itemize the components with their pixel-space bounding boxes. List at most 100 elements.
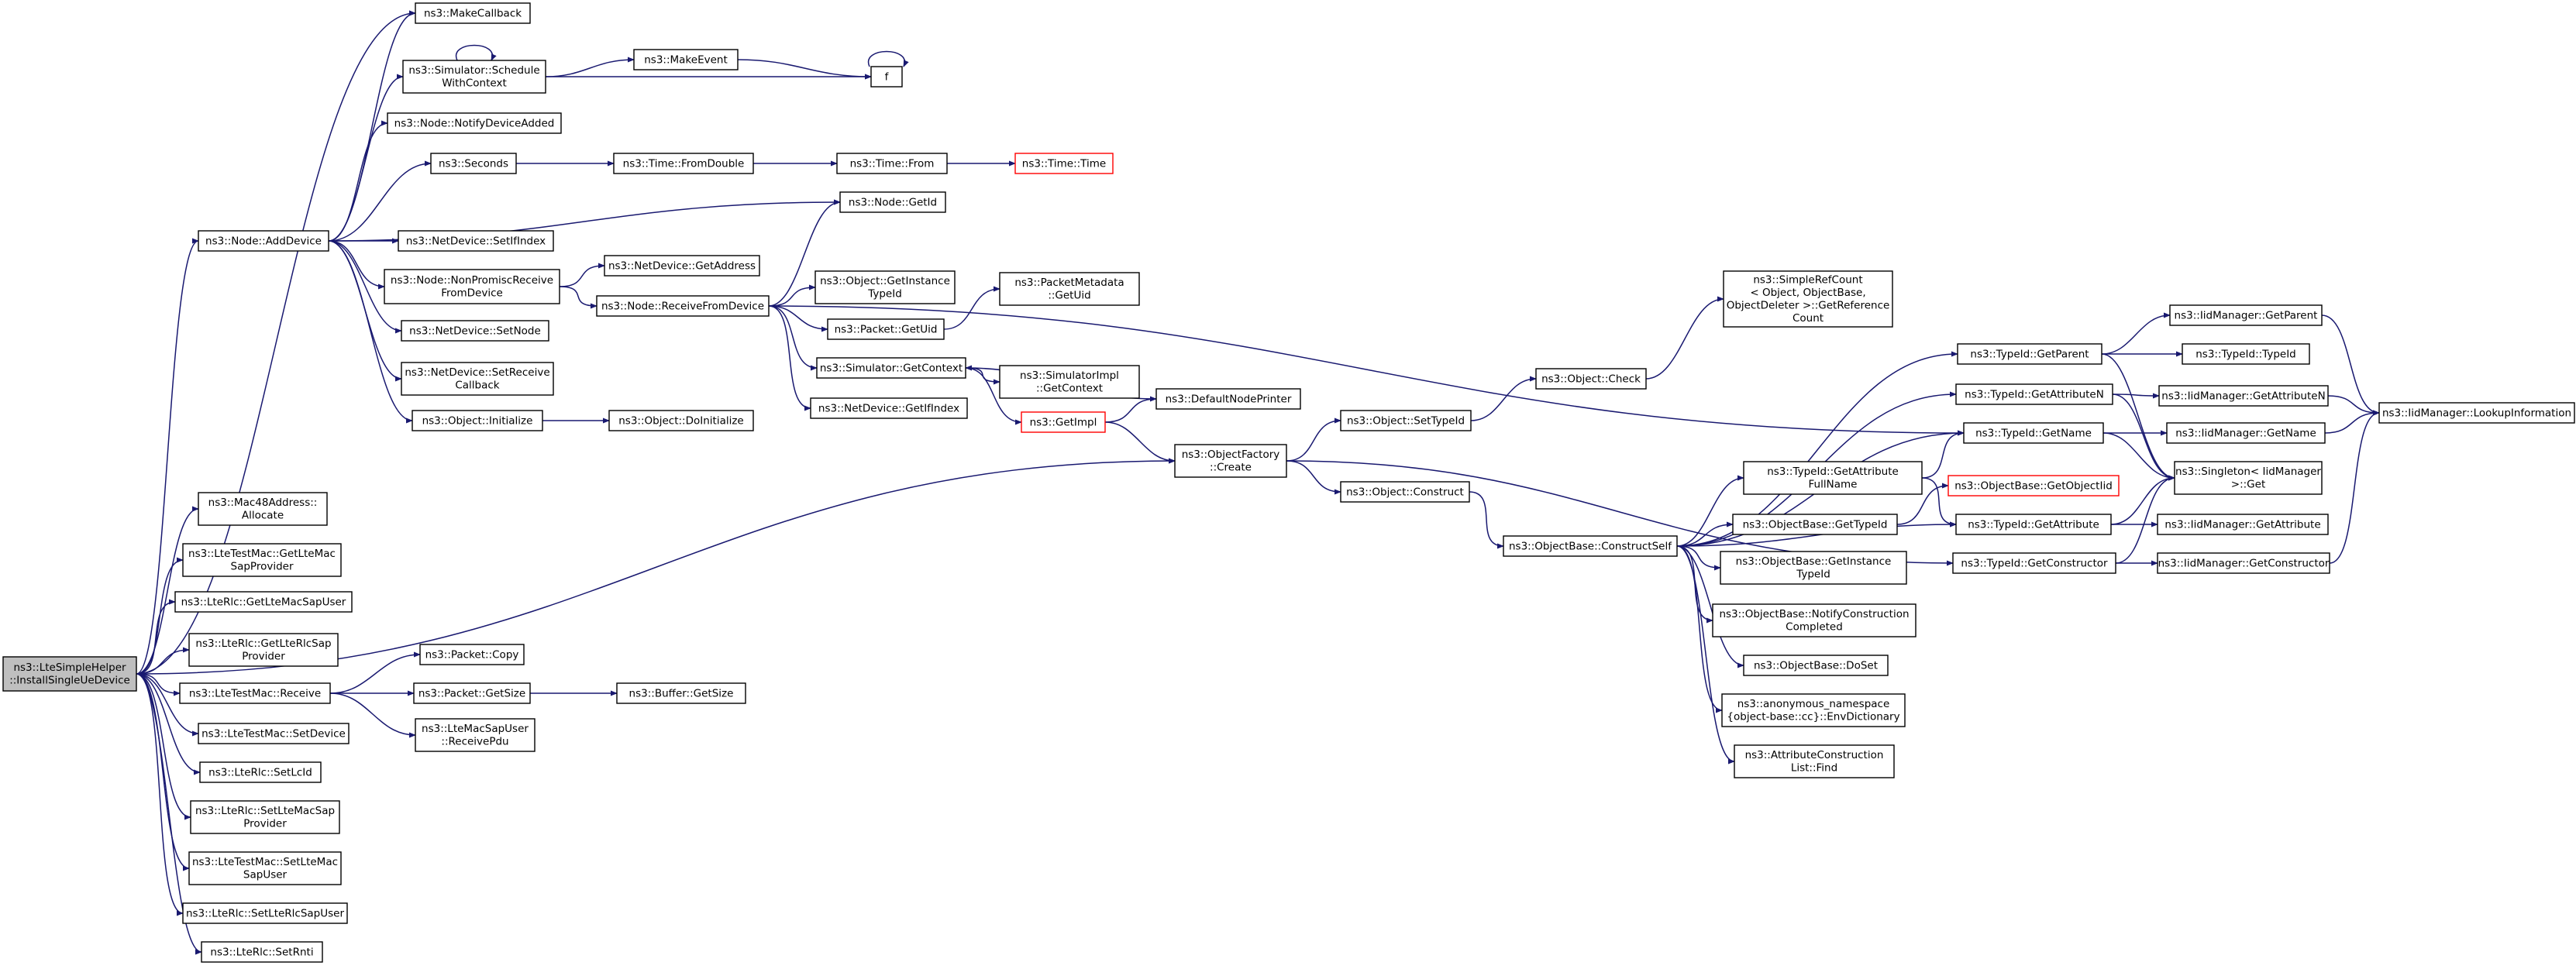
node-label: Count bbox=[1793, 312, 1824, 325]
node-packet-metadata-get-uid[interactable]: ns3::PacketMetadata::GetUid bbox=[999, 272, 1140, 306]
node-lookup-information[interactable]: ns3::IidManager::LookupInformation bbox=[2378, 402, 2575, 424]
node-set-lte-rlc-sap-user[interactable]: ns3::LteRlc::SetLteRlcSapUser bbox=[182, 902, 348, 924]
node-type-id-get-constructor[interactable]: ns3::TypeId::GetConstructor bbox=[1952, 552, 2116, 574]
node-get-address[interactable]: ns3::NetDevice::GetAddress bbox=[604, 255, 760, 277]
node-box bbox=[419, 644, 525, 665]
edge-add-device-to-object-initialize bbox=[328, 240, 413, 424]
node-lte-test-mac-receive[interactable]: ns3::LteTestMac::Receive bbox=[179, 682, 331, 704]
node-label: ns3::Mac48Address:: bbox=[208, 497, 318, 509]
edge-receive-from-device-to-get-instance-type-id bbox=[768, 284, 816, 307]
node-iid-get-parent[interactable]: ns3::IidManager::GetParent bbox=[2169, 304, 2323, 326]
node-set-node[interactable]: ns3::NetDevice::SetNode bbox=[401, 320, 549, 342]
node-time-time[interactable]: ns3::Time::Time bbox=[1014, 153, 1114, 174]
node-set-device[interactable]: ns3::LteTestMac::SetDevice bbox=[198, 723, 350, 744]
node-iid-get-name[interactable]: ns3::IidManager::GetName bbox=[2166, 422, 2326, 444]
node-object-base-do-set[interactable]: ns3::ObjectBase::DoSet bbox=[1743, 655, 1889, 676]
node-set-lc-id[interactable]: ns3::LteRlc::SetLcId bbox=[199, 761, 322, 783]
node-default-node-printer[interactable]: ns3::DefaultNodePrinter bbox=[1155, 388, 1301, 410]
node-object-check[interactable]: ns3::Object::Check bbox=[1535, 368, 1647, 390]
node-box bbox=[1503, 535, 1678, 557]
node-make-callback[interactable]: ns3::MakeCallback bbox=[415, 2, 531, 24]
node-box bbox=[1014, 153, 1114, 174]
node-object-base-get-type-id[interactable]: ns3::ObjectBase::GetTypeId bbox=[1732, 514, 1898, 535]
node-notify-device-added[interactable]: ns3::Node::NotifyDeviceAdded bbox=[387, 112, 562, 134]
node-type-id-get-name[interactable]: ns3::TypeId::GetName bbox=[1963, 422, 2104, 444]
node-from-double[interactable]: ns3::Time::FromDouble bbox=[613, 153, 754, 174]
edge-add-device-to-set-node bbox=[328, 240, 402, 334]
node-get-object-iid[interactable]: ns3::ObjectBase::GetObjectIid bbox=[1947, 475, 2120, 497]
node-label: ns3::TypeId::TypeId bbox=[2195, 348, 2296, 360]
node-label: ns3::Packet::Copy bbox=[425, 648, 519, 661]
node-box bbox=[2169, 304, 2323, 326]
node-set-rnti[interactable]: ns3::LteRlc::SetRnti bbox=[201, 941, 323, 963]
node-label: ::InstallSingleUeDevice bbox=[9, 675, 130, 687]
edge-type-id-get-name-to-singleton-get bbox=[2102, 432, 2175, 481]
node-buffer-get-size[interactable]: ns3::Buffer::GetSize bbox=[616, 682, 746, 704]
node-box bbox=[188, 851, 342, 885]
node-singleton-get[interactable]: ns3::Singleton< IidManager>::Get bbox=[2174, 461, 2323, 495]
node-make-event[interactable]: ns3::MakeEvent bbox=[633, 49, 739, 70]
node-get-if-index[interactable]: ns3::NetDevice::GetIfIndex bbox=[810, 397, 968, 419]
node-iid-get-attribute-n[interactable]: ns3::IidManager::GetAttributeN bbox=[2158, 385, 2329, 407]
node-label: ns3::Seconds bbox=[439, 157, 508, 170]
node-seconds[interactable]: ns3::Seconds bbox=[430, 153, 517, 174]
node-mac48-allocate[interactable]: ns3::Mac48Address::Allocate bbox=[198, 492, 328, 526]
node-label: ns3::LteTestMac::GetLteMac bbox=[188, 548, 336, 560]
node-type-id-get-parent[interactable]: ns3::TypeId::GetParent bbox=[1957, 343, 2102, 365]
node-f[interactable]: f bbox=[870, 66, 903, 88]
node-env-dictionary[interactable]: ns3::anonymous_namespace{object-base::cc… bbox=[1721, 693, 1906, 727]
node-object-factory-create[interactable]: ns3::ObjectFactory::Create bbox=[1174, 444, 1287, 478]
edge-object-set-type-id-to-object-check bbox=[1470, 376, 1537, 421]
node-simulator-get-context[interactable]: ns3::Simulator::GetContext bbox=[816, 357, 966, 379]
node-label: ns3::NetDevice::SetReceive bbox=[405, 366, 549, 379]
node-type-id-type-id[interactable]: ns3::TypeId::TypeId bbox=[2182, 343, 2310, 365]
node-object-initialize[interactable]: ns3::Object::Initialize bbox=[412, 410, 543, 431]
node-box bbox=[384, 269, 560, 304]
node-type-id-get-attribute[interactable]: ns3::TypeId::GetAttribute bbox=[1955, 514, 2112, 535]
node-get-lte-mac-sap-user[interactable]: ns3::LteRlc::GetLteMacSapUser bbox=[174, 591, 353, 613]
node-set-if-index[interactable]: ns3::NetDevice::SetIfIndex bbox=[398, 230, 554, 252]
node-root[interactable]: ns3::LteSimpleHelper::InstallSingleUeDev… bbox=[2, 656, 137, 692]
node-type-id-get-attribute-n[interactable]: ns3::TypeId::GetAttributeN bbox=[1955, 383, 2113, 405]
node-iid-get-constructor[interactable]: ns3::IidManager::GetConstructor bbox=[2157, 552, 2330, 574]
node-construct-self[interactable]: ns3::ObjectBase::ConstructSelf bbox=[1503, 535, 1678, 557]
edge-object-factory-create-to-object-construct bbox=[1286, 460, 1341, 495]
node-receive-from-device[interactable]: ns3::Node::ReceiveFromDevice bbox=[596, 295, 770, 317]
node-get-impl[interactable]: ns3::GetImpl bbox=[1021, 411, 1106, 433]
node-node-get-id[interactable]: ns3::Node::GetId bbox=[839, 191, 946, 213]
node-label: < Object, ObjectBase, bbox=[1750, 287, 1865, 299]
node-box bbox=[814, 270, 956, 304]
node-packet-get-size[interactable]: ns3::Packet::GetSize bbox=[413, 682, 531, 704]
node-label: SapProvider bbox=[231, 561, 294, 573]
node-label: ns3::Node::NotifyDeviceAdded bbox=[394, 117, 555, 129]
node-box bbox=[1957, 343, 2102, 365]
node-notify-construction-completed[interactable]: ns3::ObjectBase::NotifyConstructionCompl… bbox=[1712, 603, 1917, 637]
node-add-device[interactable]: ns3::Node::AddDevice bbox=[198, 230, 329, 252]
node-iid-get-attribute[interactable]: ns3::IidManager::GetAttribute bbox=[2157, 514, 2329, 535]
node-simple-ref-count[interactable]: ns3::SimpleRefCount< Object, ObjectBase,… bbox=[1723, 270, 1893, 328]
node-object-set-type-id[interactable]: ns3::Object::SetTypeId bbox=[1340, 410, 1472, 431]
node-object-construct[interactable]: ns3::Object::Construct bbox=[1340, 481, 1470, 503]
node-label: ns3::SimulatorImpl bbox=[1020, 369, 1119, 382]
node-box bbox=[999, 365, 1140, 399]
node-simulator-impl-get-context[interactable]: ns3::SimulatorImpl::GetContext bbox=[999, 365, 1140, 399]
edge-root-to-set-rnti bbox=[136, 673, 202, 955]
node-do-initialize[interactable]: ns3::Object::DoInitialize bbox=[608, 410, 754, 431]
node-label: ns3::MakeEvent bbox=[644, 53, 728, 66]
node-packet-copy[interactable]: ns3::Packet::Copy bbox=[419, 644, 525, 665]
node-packet-get-uid[interactable]: ns3::Packet::GetUid bbox=[827, 318, 945, 340]
node-receive-pdu[interactable]: ns3::LteMacSapUser::ReceivePdu bbox=[415, 718, 536, 752]
node-time-from[interactable]: ns3::Time::From bbox=[836, 153, 948, 174]
node-label: ns3::Packet::GetSize bbox=[418, 687, 525, 699]
